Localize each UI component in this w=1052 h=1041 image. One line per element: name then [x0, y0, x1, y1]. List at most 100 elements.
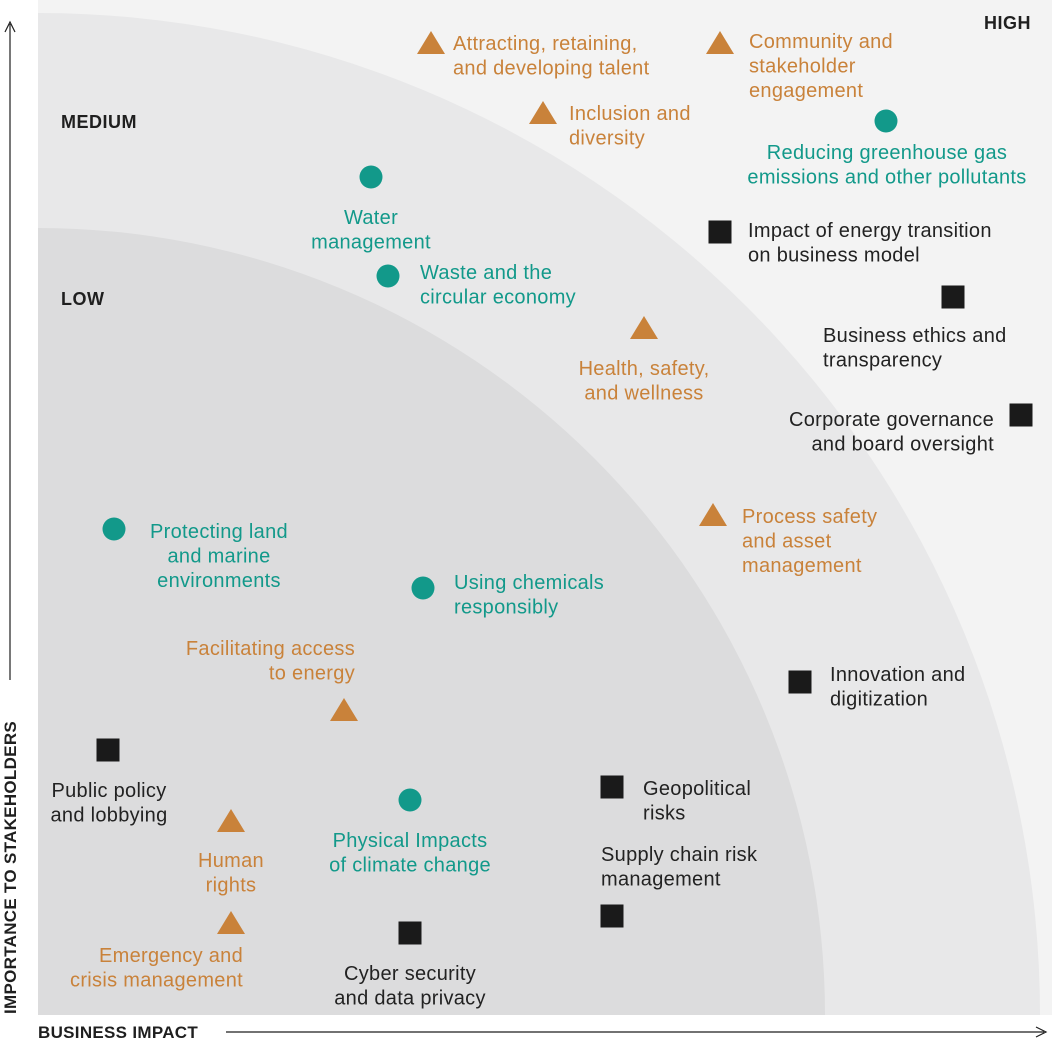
topic-label-line: environments — [157, 570, 281, 592]
topic-label-line: responsibly — [454, 597, 558, 619]
topic-label-line: Waste and the — [420, 262, 552, 284]
topic-label: Impact of energy transition on business m… — [748, 220, 992, 267]
circle-marker-icon — [102, 517, 126, 541]
zone-label-high: HIGH — [984, 13, 1031, 33]
topic-waste: Waste and the circular economy — [376, 262, 576, 309]
y-axis: IMPORTANCE TO STAKEHOLDERS — [1, 20, 20, 1014]
topic-talent: Attracting, retaining, and developing tal… — [417, 31, 650, 80]
y-axis-arrowhead — [4, 20, 16, 33]
square-marker-icon — [941, 285, 965, 309]
topic-label: Inclusion and diversity — [569, 103, 691, 150]
topic-label-line: Reducing greenhouse gas — [767, 142, 1007, 164]
x-axis-label: BUSINESS IMPACT — [38, 1023, 198, 1041]
triangle-marker-icon — [217, 809, 245, 832]
topic-energy-transition: Impact of energy transition on business m… — [708, 220, 992, 267]
topic-label-line: and data privacy — [334, 988, 486, 1010]
topic-label-line: Emergency and — [99, 945, 243, 967]
topic-label-line: Human — [198, 850, 264, 872]
square-marker-icon — [600, 904, 624, 928]
topic-label-line: Impact of energy transition — [748, 220, 992, 242]
triangle-marker-icon — [330, 698, 358, 721]
topic-inclusion: Inclusion and diversity — [529, 101, 691, 150]
topic-label: Waste and the circular economy — [420, 262, 576, 309]
topic-label-line: Using chemicals — [454, 572, 604, 594]
topic-label-line: Inclusion and — [569, 103, 691, 125]
triangle-marker-icon — [699, 503, 727, 526]
triangle-marker-icon — [706, 31, 734, 54]
zone-label-medium: MEDIUM — [61, 112, 137, 132]
topic-label: Health, safety, and wellness — [579, 358, 710, 405]
topic-ghg: Reducing greenhouse gas emissions and oth… — [747, 109, 1026, 189]
circle-marker-icon — [376, 264, 400, 288]
topic-label-line: Protecting land — [150, 521, 288, 543]
x-axis-arrowhead — [1035, 1026, 1048, 1038]
topic-label-line: diversity — [569, 128, 645, 150]
topic-label-line: Water — [344, 207, 398, 229]
circle-marker-icon — [874, 109, 898, 133]
topic-label-line: Business ethics and — [823, 325, 1007, 347]
topic-label: Using chemicals responsibly — [454, 572, 604, 619]
topic-label-line: Physical Impacts — [333, 830, 488, 852]
y-axis-label: IMPORTANCE TO STAKEHOLDERS — [1, 721, 20, 1014]
topic-label-line: of climate change — [329, 855, 491, 877]
topic-label-line: Corporate governance — [789, 409, 994, 431]
topic-geopolitical: Geopolitical risks — [600, 775, 751, 825]
topic-label-line: Attracting, retaining, — [453, 33, 637, 55]
zone-label-low: LOW — [61, 289, 105, 309]
topic-supply-chain: Supply chain risk management — [600, 844, 758, 928]
circle-marker-icon — [398, 788, 422, 812]
topic-label-line: management — [601, 869, 721, 891]
topic-label-line: emissions and other pollutants — [747, 167, 1026, 189]
topic-label-line: Process safety — [742, 506, 877, 528]
square-marker-icon — [600, 775, 624, 799]
topic-chemicals: Using chemicals responsibly — [411, 572, 604, 619]
topic-human-rights: Human rights — [198, 809, 264, 897]
topic-label-line: and developing talent — [453, 58, 650, 80]
topic-physical-climate: Physical Impacts of climate change — [329, 788, 491, 877]
topic-label-line: and asset — [742, 531, 832, 553]
topic-label: Geopolitical risks — [643, 778, 751, 825]
topic-label-line: and wellness — [584, 383, 703, 405]
square-marker-icon — [398, 921, 422, 945]
topic-label-line: on business model — [748, 245, 920, 267]
triangle-marker-icon — [217, 911, 245, 934]
topic-label-line: digitization — [830, 689, 928, 711]
topic-label: Physical Impacts of climate change — [329, 830, 491, 877]
topic-label: Human rights — [198, 850, 264, 897]
topic-label-line: rights — [206, 875, 257, 897]
triangle-marker-icon — [630, 316, 658, 339]
circle-marker-icon — [411, 576, 435, 600]
topic-label-line: Health, safety, — [579, 358, 710, 380]
topic-label: Supply chain risk management — [601, 844, 758, 891]
topic-health: Health, safety, and wellness — [579, 316, 710, 405]
topic-label-line: engagement — [749, 80, 863, 102]
topic-label: Attracting, retaining, and developing tal… — [453, 33, 650, 80]
topic-label-line: Geopolitical — [643, 778, 751, 800]
topic-label: Reducing greenhouse gas emissions and oth… — [747, 142, 1026, 189]
topic-label-line: Supply chain risk — [601, 844, 758, 866]
topics-layer: Attracting, retaining, and developing tal… — [50, 31, 1033, 1010]
topic-label-line: risks — [643, 803, 686, 825]
topic-label-line: circular economy — [420, 287, 576, 309]
topic-label-line: Community and — [749, 31, 893, 53]
